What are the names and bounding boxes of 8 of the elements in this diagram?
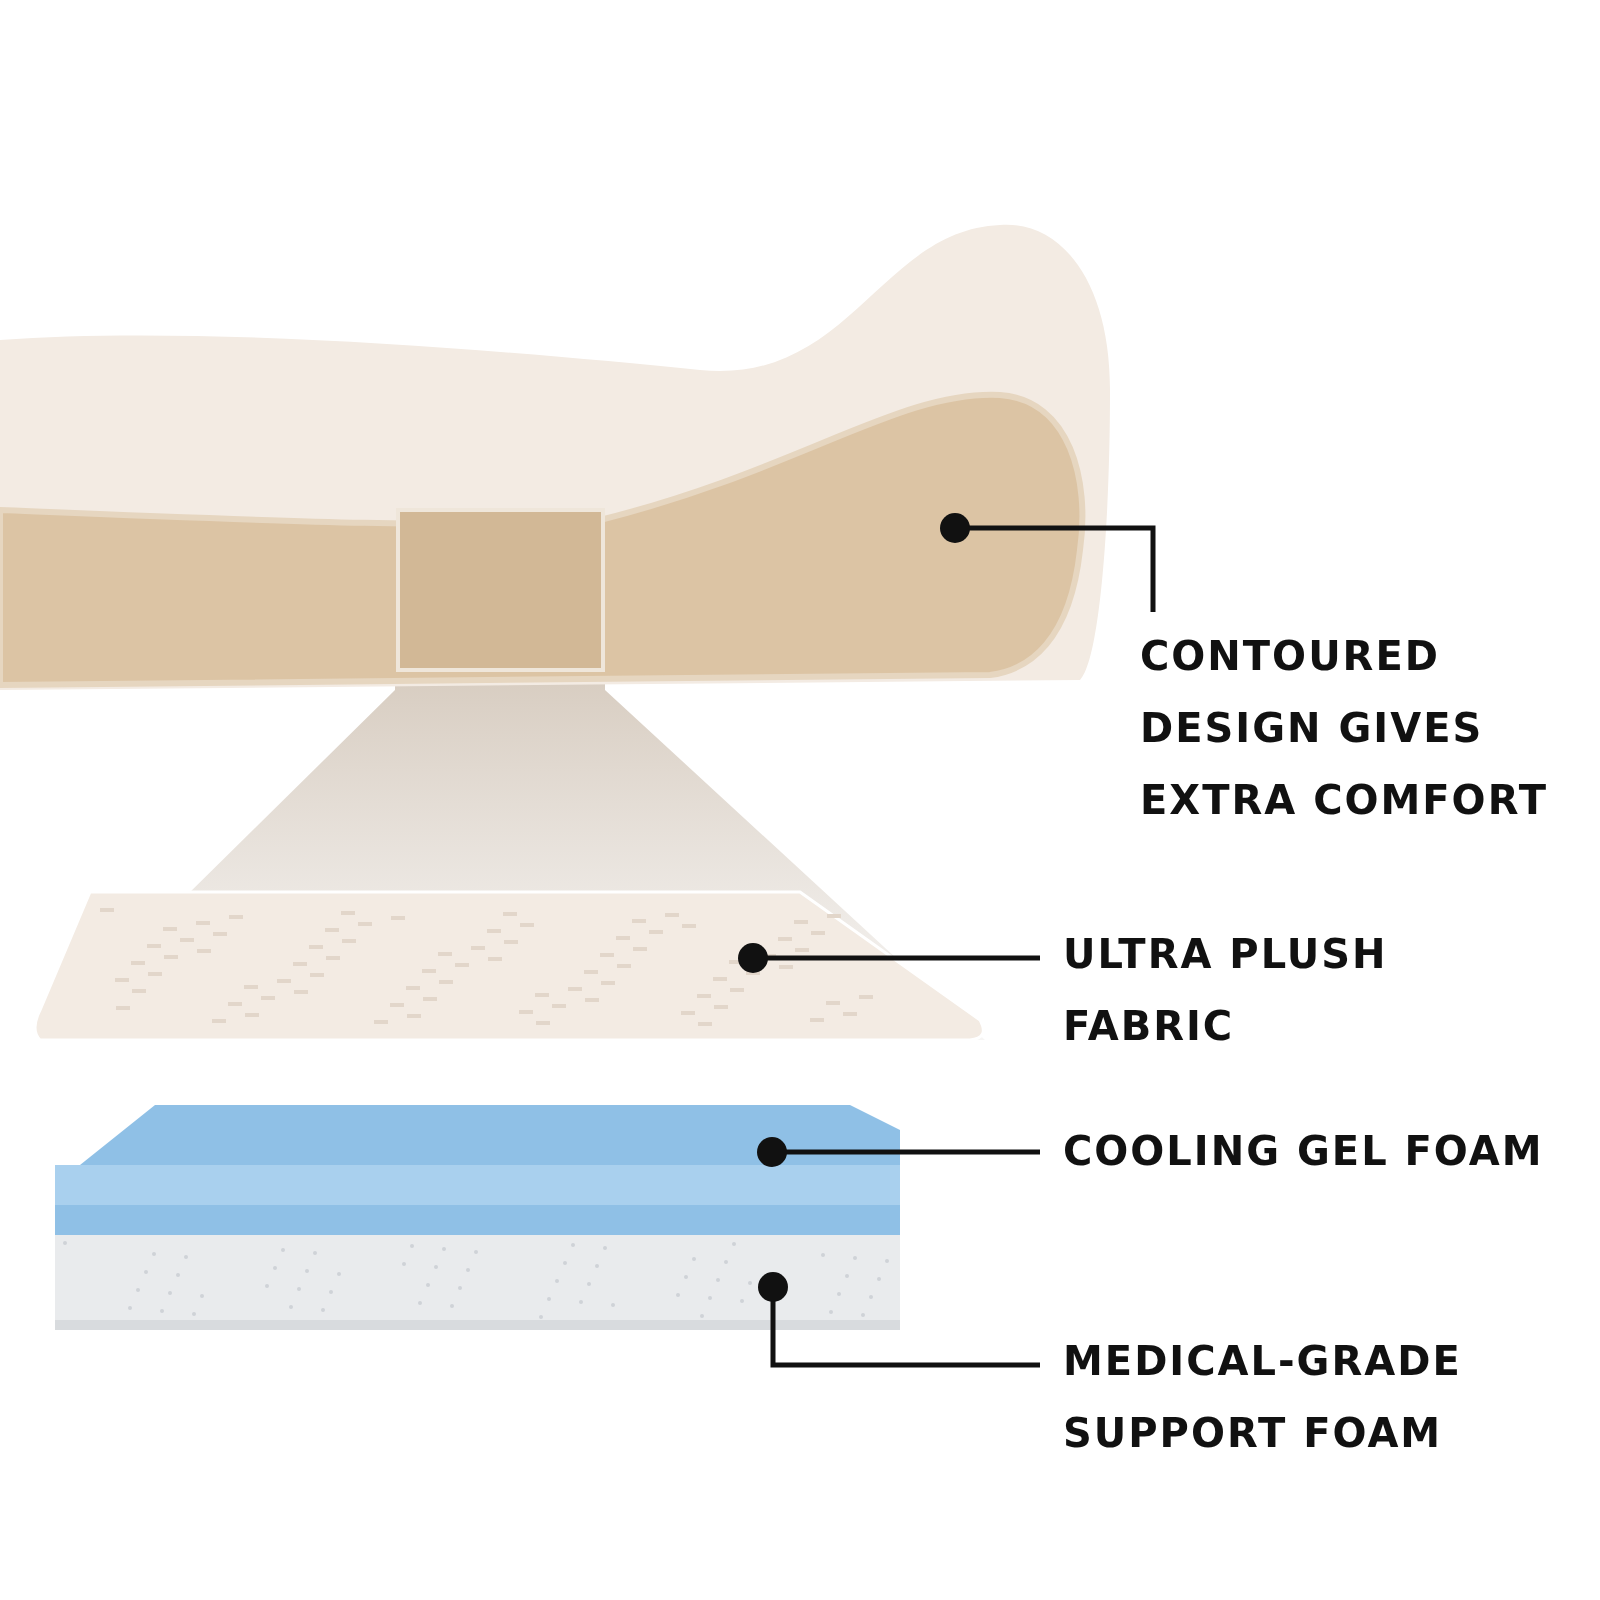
callout-label: MEDICAL-GRADE SUPPORT FOAM [1063,1325,1533,1469]
callout-label: ULTRA PLUSH FABRIC [1063,918,1483,1062]
leader-line [738,943,1040,973]
callout-label: CONTOURED DESIGN GIVES EXTRA COMFORT [1140,620,1600,836]
callout-label: COOLING GEL FOAM [1063,1115,1600,1187]
leader-line [758,1272,1040,1368]
leader-line [940,513,1156,612]
leader-line [757,1137,1040,1167]
